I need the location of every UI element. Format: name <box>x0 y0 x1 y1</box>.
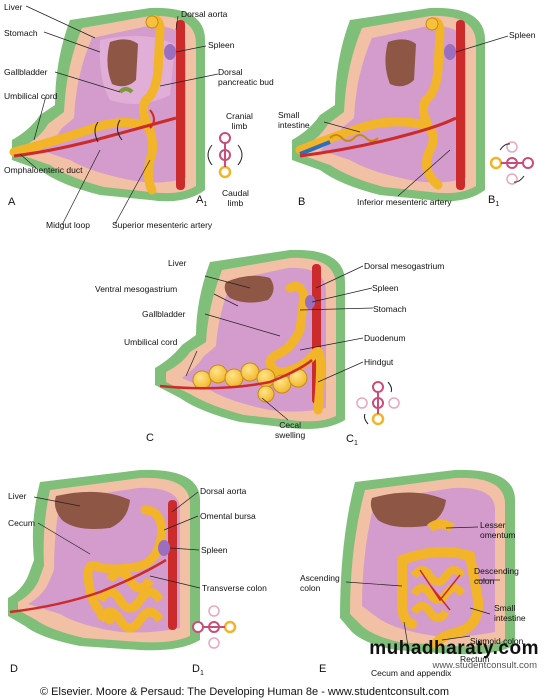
label-c-stomach: Stomach <box>373 304 407 314</box>
rotation-diagram-b1 <box>489 141 534 185</box>
panel-letter-c1: C1 <box>346 433 358 447</box>
label-c-spleen: Spleen <box>372 283 399 293</box>
watermark-main: muhadharaty.com <box>369 638 539 659</box>
label-e-rectum: Rectum <box>460 654 490 664</box>
panel-letter-a: A <box>8 196 16 208</box>
label-b-spleen: Spleen <box>509 30 536 40</box>
label-d-dorsal-aorta: Dorsal aorta <box>200 486 247 496</box>
label-e-descending-colon: Descending colon <box>474 566 519 586</box>
panel-letter-c1-index: 1 <box>353 440 358 448</box>
panel-letter-a1-base: A <box>196 194 204 206</box>
label-d-liver: Liver <box>8 491 27 501</box>
leader-lines <box>19 5 509 653</box>
panel-letter-e: E <box>319 663 327 675</box>
label-a-spleen: Spleen <box>208 40 235 50</box>
label-d-cecum: Cecum <box>8 518 35 528</box>
label-a-umbilical-cord: Umbilical cord <box>4 91 58 101</box>
label-c-ventral-mesogastrium: Ventral mesogastrium <box>95 284 178 294</box>
panel-letter-b1-index: 1 <box>495 201 500 209</box>
label-b-inferior-mesenteric-artery: Inferior mesenteric artery <box>357 197 452 207</box>
label-c-duodenum: Duodenum <box>364 333 406 343</box>
panel-a-drawing <box>9 7 243 202</box>
panel-d-drawing <box>8 469 237 651</box>
label-a-stomach: Stomach <box>4 28 38 38</box>
rotation-diagram-a1 <box>207 132 243 179</box>
panel-letter-a1: A1 <box>196 194 207 208</box>
label-e-small-intestine: Small intestine <box>494 603 526 623</box>
label-c-cecal-swelling: Cecal swelling <box>275 420 306 440</box>
label-d-transverse-colon: Transverse colon <box>202 583 267 593</box>
label-d-omental-bursa: Omental bursa <box>200 511 256 521</box>
panel-letter-c1-base: C <box>346 433 354 445</box>
label-a-dorsal-aorta: Dorsal aorta <box>181 9 228 19</box>
label-c-gallbladder: Gallbladder <box>142 309 186 319</box>
panel-letter-d1-base: D <box>192 663 200 675</box>
label-d-spleen: Spleen <box>201 545 228 555</box>
gut-coils-e <box>410 566 466 622</box>
label-a-dorsal-pancreatic-bud: Dorsal pancreatic bud <box>218 67 274 87</box>
label-e-sigmoid-colon: Sigmoid colon <box>470 636 524 646</box>
label-b-small-intestine: Small intestine <box>278 110 310 130</box>
panel-c-drawing <box>155 249 400 429</box>
panel-letter-d1-index: 1 <box>199 670 204 678</box>
label-a-omphaloenteric-duct: Omphaloenteric duct <box>4 165 83 175</box>
panel-letter-a1-index: 1 <box>203 201 208 209</box>
label-e-cecum-and-appendix: Cecum and appendix <box>371 668 452 678</box>
label-a-liver: Liver <box>4 2 23 12</box>
label-e-lesser-omentum: Lesser omentum <box>480 520 516 540</box>
label-c-dorsal-mesogastrium: Dorsal mesogastrium <box>364 261 445 271</box>
label-a-caudal-limb: Caudal limb <box>222 188 249 208</box>
label-c-hindgut: Hindgut <box>364 357 394 367</box>
panel-letter-b1: B1 <box>488 194 499 208</box>
label-e-ascending-colon: Ascending colon <box>300 573 340 593</box>
label-c-liver: Liver <box>168 258 187 268</box>
panel-e-drawing <box>340 469 515 655</box>
aorta-a <box>176 20 185 190</box>
rotation-diagram-d1 <box>192 605 237 649</box>
label-a-gallbladder: Gallbladder <box>4 67 48 77</box>
label-c-umbilical-cord: Umbilical cord <box>124 337 178 347</box>
watermark-secondary: www.studentconsult.com <box>432 660 537 671</box>
panel-b-drawing <box>292 7 534 202</box>
rotation-diagram-c1 <box>356 381 400 426</box>
panel-letter-d: D <box>10 663 18 675</box>
label-a-cranial-limb: Cranial limb <box>226 111 253 131</box>
copyright-caption: © Elsevier. Moore & Persaud: The Develop… <box>40 686 449 698</box>
label-a-midgut-loop: Midgut loop <box>46 220 90 230</box>
panel-letter-c: C <box>146 432 154 444</box>
label-a-superior-mesenteric-artery: Superior mesenteric artery <box>112 220 213 230</box>
panel-letter-d1: D1 <box>192 663 204 677</box>
panel-letter-b1-base: B <box>488 194 496 206</box>
liver-shape-a <box>107 39 138 87</box>
panel-letter-b: B <box>298 196 306 208</box>
